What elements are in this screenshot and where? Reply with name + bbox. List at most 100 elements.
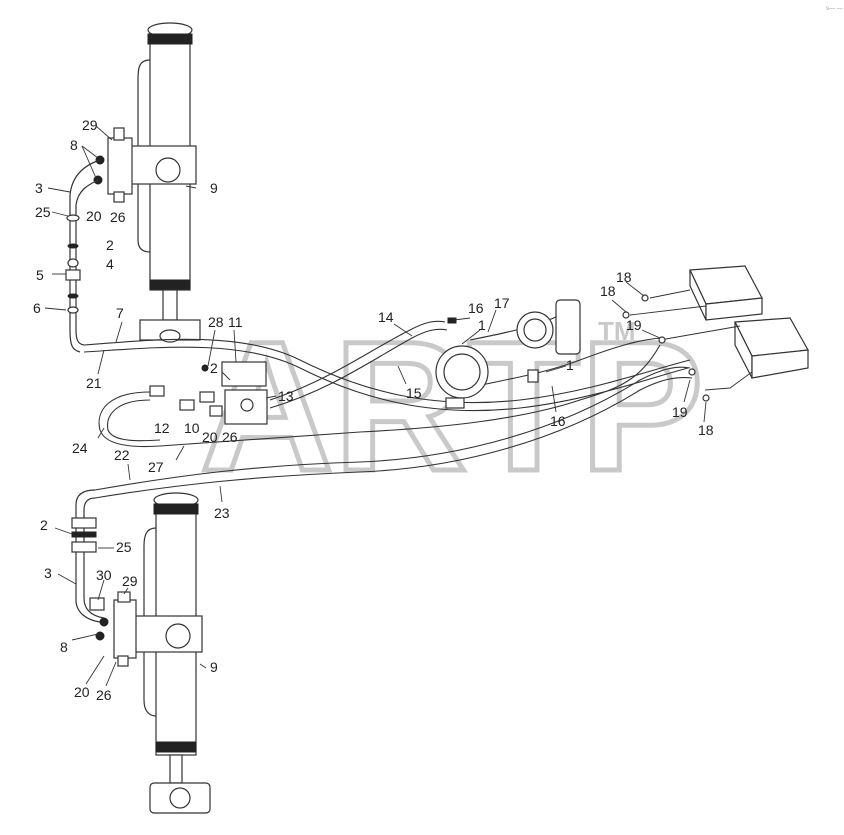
leader-18b bbox=[611, 299, 627, 313]
label-8-upper: 8 bbox=[70, 137, 78, 153]
leader-20c bbox=[85, 655, 105, 685]
upper-cylinder-rod bbox=[162, 289, 178, 321]
label-2-center: 2 bbox=[210, 360, 218, 376]
leader-13 bbox=[265, 395, 277, 399]
leader-21 bbox=[97, 349, 105, 375]
fitting-2c bbox=[71, 517, 97, 529]
label-17: 17 bbox=[494, 295, 510, 311]
upper-valve-bottom-fitting bbox=[113, 191, 125, 203]
washer-2a bbox=[67, 243, 79, 249]
clip-16b bbox=[527, 369, 539, 383]
label-16-lower: 16 bbox=[550, 413, 566, 429]
upper-left-pipe-assembly bbox=[65, 159, 101, 353]
leader-24 bbox=[97, 427, 105, 439]
upper-valve-block bbox=[107, 137, 133, 195]
label-3-lower: 3 bbox=[44, 565, 52, 581]
label-14: 14 bbox=[378, 309, 394, 325]
fitting-12 bbox=[149, 385, 165, 397]
label-1-lower: 1 bbox=[566, 357, 574, 373]
connector-18c bbox=[702, 394, 710, 402]
label-20-center: 20 bbox=[202, 429, 218, 445]
label-12: 12 bbox=[154, 420, 170, 436]
lower-valve-bottom-fitting bbox=[117, 655, 129, 667]
label-18-a: 18 bbox=[616, 269, 632, 285]
pump-assembly bbox=[435, 299, 581, 409]
washer-6a bbox=[67, 293, 79, 299]
fitting-30 bbox=[89, 597, 105, 611]
pump-base bbox=[445, 397, 465, 409]
label-2-lower: 2 bbox=[40, 517, 48, 533]
fitting-10a bbox=[179, 399, 195, 411]
coupling-5 bbox=[65, 269, 81, 281]
leader-26c bbox=[105, 661, 117, 687]
leader-1b bbox=[545, 365, 567, 373]
leader-11 bbox=[233, 329, 237, 363]
label-21: 21 bbox=[86, 375, 102, 391]
label-29-upper: 29 bbox=[82, 117, 98, 133]
label-27: 27 bbox=[148, 459, 164, 475]
fitting-20b bbox=[209, 405, 223, 417]
upper-vertical-pipe-a bbox=[69, 159, 101, 353]
leader-17 bbox=[487, 309, 497, 333]
leader-23 bbox=[219, 485, 223, 503]
label-19-a: 19 bbox=[626, 317, 642, 333]
lower-hydraulic-cylinder bbox=[95, 492, 211, 814]
wire-18b bbox=[629, 305, 707, 316]
label-22: 22 bbox=[114, 447, 130, 463]
label-11: 11 bbox=[228, 314, 243, 330]
label-26-upper: 26 bbox=[110, 209, 126, 225]
label-29-lower: 29 bbox=[122, 573, 138, 589]
leader-16b bbox=[551, 385, 557, 413]
washer-6b bbox=[67, 306, 79, 314]
label-25-upper: 25 bbox=[35, 204, 51, 220]
label-6: 6 bbox=[33, 300, 41, 316]
label-28: 28 bbox=[208, 314, 224, 330]
leader-9b bbox=[199, 663, 207, 669]
label-18-c: 18 bbox=[698, 422, 714, 438]
leader-19b bbox=[683, 379, 691, 403]
label-3-upper: 3 bbox=[35, 180, 43, 196]
leader-8a2 bbox=[81, 145, 97, 179]
hose-24 bbox=[98, 344, 661, 448]
leader-1a bbox=[461, 329, 481, 345]
valve-11 bbox=[221, 361, 267, 387]
label-9-lower: 9 bbox=[210, 659, 218, 675]
pump-small-inner bbox=[523, 318, 547, 342]
corner-mark: s— — bbox=[826, 6, 843, 12]
lower-cylinder-trunnion bbox=[165, 623, 191, 649]
label-10: 10 bbox=[184, 420, 200, 436]
lower-vertical-pipe-b bbox=[83, 497, 105, 619]
pump-housing-inner bbox=[443, 353, 481, 391]
label-26-lower: 26 bbox=[96, 687, 112, 703]
leader-2b bbox=[221, 371, 231, 381]
lower-cylinder-top-band bbox=[153, 503, 199, 515]
fitting-25b bbox=[71, 541, 97, 553]
hose-14 bbox=[269, 320, 446, 401]
label-18-b: 18 bbox=[600, 283, 616, 299]
clip-16a bbox=[447, 317, 457, 324]
label-13: 13 bbox=[278, 388, 294, 404]
label-2-upper: 2 bbox=[106, 237, 114, 253]
label-4: 4 bbox=[106, 256, 114, 272]
label-8-lower: 8 bbox=[60, 639, 68, 655]
control-box-lower-front bbox=[751, 349, 809, 379]
leader-3b bbox=[57, 573, 77, 585]
label-5: 5 bbox=[36, 267, 44, 283]
leader-14 bbox=[393, 323, 413, 337]
leader-27 bbox=[175, 445, 185, 461]
leader-7 bbox=[115, 321, 123, 343]
lower-left-pipe-assembly bbox=[71, 489, 105, 623]
fitting-28 bbox=[201, 364, 209, 372]
leader-8a bbox=[81, 145, 99, 159]
upper-cylinder-bottom-band bbox=[149, 279, 191, 290]
hose-bundle bbox=[83, 314, 693, 499]
label-15: 15 bbox=[406, 385, 422, 401]
label-20-lower: 20 bbox=[74, 684, 90, 700]
leader-lines bbox=[44, 125, 707, 687]
upper-valve-top-fitting bbox=[113, 127, 125, 141]
hose-12 bbox=[107, 399, 161, 442]
leader-8b bbox=[71, 633, 99, 641]
fitting-25a bbox=[66, 214, 80, 222]
upper-hydraulic-cylinder bbox=[93, 22, 201, 343]
